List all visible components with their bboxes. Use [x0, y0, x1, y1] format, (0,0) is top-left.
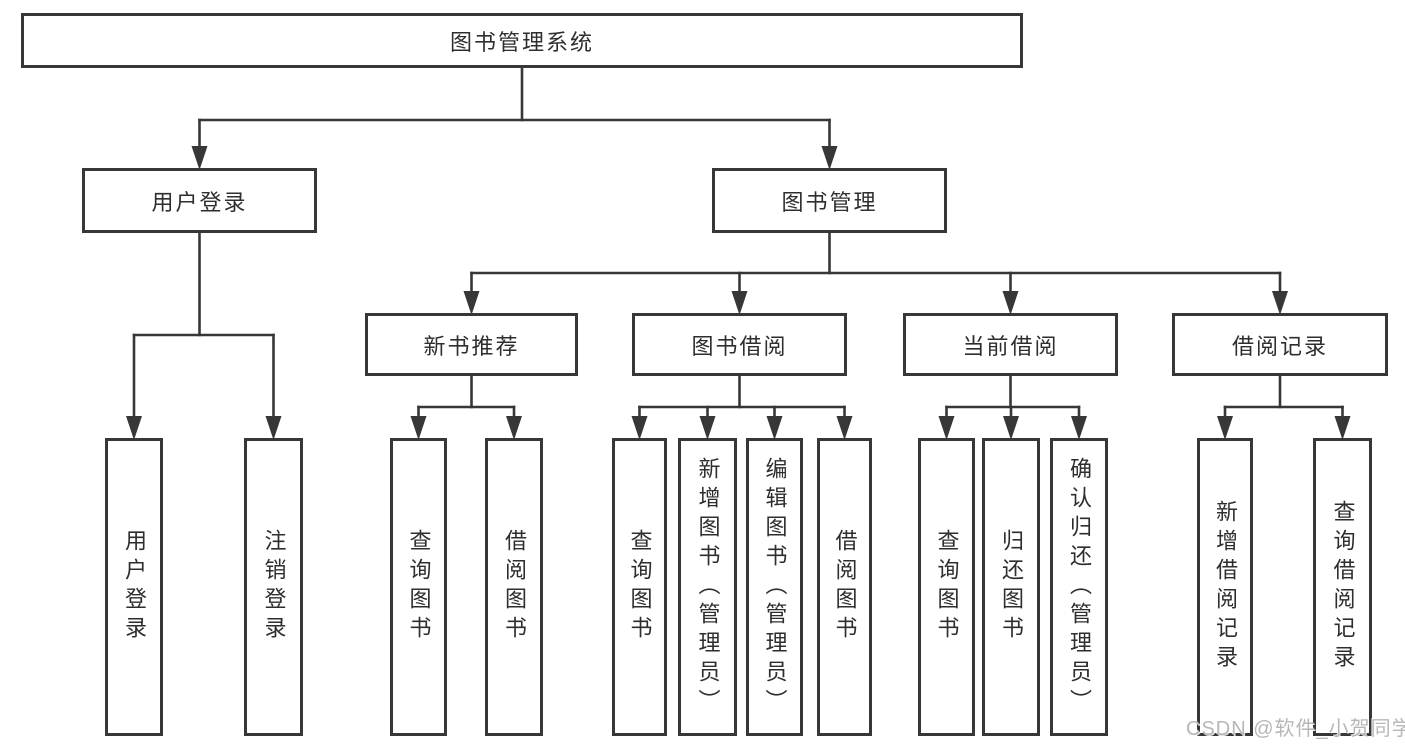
arrowhead-icon	[126, 416, 142, 440]
watermark: CSDN @软件_小贺同学	[1186, 718, 1405, 740]
node-book-borrow: 图书借阅	[632, 313, 847, 376]
node-logout-op: 注销登录	[244, 438, 303, 736]
arrowhead-icon	[766, 416, 783, 440]
node-search-book-3: 查询图书	[918, 438, 975, 736]
node-label-borrow-book-1: 借阅图书	[502, 529, 527, 645]
node-label-search-book-2: 查询图书	[627, 529, 653, 645]
node-user-login: 用户登录	[82, 168, 317, 233]
arrowhead-icon	[1334, 416, 1351, 440]
node-root: 图书管理系统	[21, 13, 1023, 68]
node-label-borrow-records: 借阅记录	[1231, 333, 1328, 359]
node-confirm-return-admin: 确认归还（管理员）	[1050, 438, 1108, 736]
node-add-book-admin: 新增图书（管理员）	[678, 438, 737, 736]
node-label-borrow-book-2: 借阅图书	[832, 529, 858, 645]
node-search-borrow-record: 查询借阅记录	[1313, 438, 1372, 736]
arrowhead-icon	[631, 416, 648, 440]
node-label-user-login: 用户登录	[151, 189, 248, 215]
node-label-root: 图书管理系统	[449, 29, 594, 55]
arrowhead-icon	[731, 291, 748, 315]
node-add-borrow-record: 新增借阅记录	[1197, 438, 1253, 736]
arrowhead-icon	[821, 146, 838, 170]
node-return-book: 归还图书	[982, 438, 1040, 736]
node-label-confirm-return-admin: 确认归还（管理员）	[1067, 456, 1092, 718]
node-book-mgmt: 图书管理	[712, 168, 947, 233]
arrowhead-icon	[410, 416, 427, 440]
node-borrow-book-1: 借阅图书	[485, 438, 543, 736]
node-label-search-book-1: 查询图书	[406, 529, 432, 645]
node-new-book-rec: 新书推荐	[365, 313, 578, 376]
arrowhead-icon	[1003, 416, 1019, 440]
arrowhead-icon	[1002, 291, 1019, 315]
node-label-return-book: 归还图书	[999, 529, 1024, 645]
node-label-edit-book-admin: 编辑图书（管理员）	[762, 456, 788, 718]
node-label-user-login-op: 用户登录	[122, 529, 147, 645]
arrowhead-icon	[463, 291, 480, 315]
arrowhead-icon	[938, 416, 955, 440]
node-label-add-borrow-record: 新增借阅记录	[1213, 500, 1238, 674]
node-label-book-borrow: 图书借阅	[691, 333, 788, 359]
node-label-logout-op: 注销登录	[261, 529, 287, 645]
node-borrow-records: 借阅记录	[1172, 313, 1388, 376]
node-label-new-book-rec: 新书推荐	[423, 333, 520, 359]
arrowhead-icon	[1217, 416, 1233, 440]
arrowhead-icon	[191, 146, 208, 170]
node-label-add-book-admin: 新增图书（管理员）	[695, 456, 721, 718]
arrowhead-icon	[836, 416, 853, 440]
node-edit-book-admin: 编辑图书（管理员）	[746, 438, 803, 736]
arrowhead-icon	[1071, 416, 1087, 440]
arrowhead-icon	[1272, 291, 1288, 315]
node-label-search-borrow-record: 查询借阅记录	[1330, 500, 1356, 674]
arrowhead-icon	[699, 416, 716, 440]
node-label-current-borrow: 当前借阅	[962, 333, 1059, 359]
node-label-book-mgmt: 图书管理	[781, 189, 878, 215]
node-current-borrow: 当前借阅	[903, 313, 1118, 376]
node-borrow-book-2: 借阅图书	[817, 438, 872, 736]
arrowhead-icon	[265, 416, 282, 440]
node-search-book-1: 查询图书	[390, 438, 447, 736]
node-label-search-book-3: 查询图书	[934, 529, 960, 645]
arrowhead-icon	[506, 416, 522, 440]
node-search-book-2: 查询图书	[612, 438, 667, 736]
node-user-login-op: 用户登录	[105, 438, 163, 736]
